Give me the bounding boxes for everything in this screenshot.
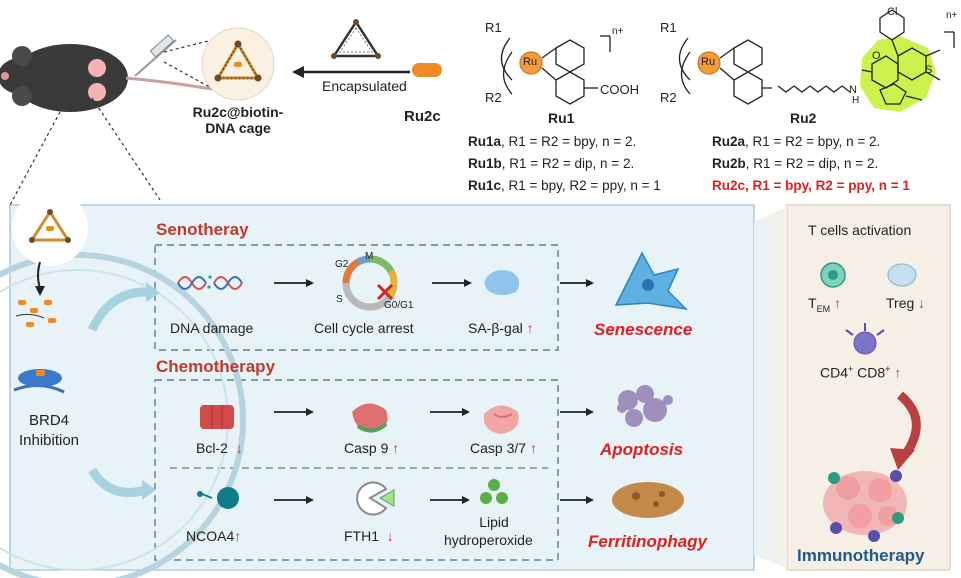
casp9-icon	[352, 403, 388, 433]
mouse-illustration	[0, 44, 263, 112]
ru1-r2-label: R2	[485, 90, 502, 105]
casp37-icon	[483, 405, 519, 434]
ru2-h-label: H	[852, 95, 860, 106]
ru2-title: Ru2	[790, 110, 817, 126]
brd4-label: BRD4	[28, 412, 69, 429]
jq1-moiety	[860, 9, 941, 112]
ru1-structure	[500, 35, 611, 105]
fth1-label: FTH1 ↓	[344, 528, 394, 544]
sa-gal-icon	[484, 270, 520, 295]
process-arrows	[274, 282, 590, 501]
transition-band	[754, 207, 787, 568]
tem-label: TEM ↑	[808, 295, 841, 314]
legend-ru1a: Ru1a, R1 = R2 = bpy, n = 2.	[468, 134, 637, 149]
sa-gal-label: SA-β-gal ↑	[468, 320, 534, 336]
chemotherapy-title: Chemotherapy	[156, 357, 276, 376]
senotherapy-title: Senotheray	[156, 220, 249, 239]
cage-label-line1: Ru2c@biotin-	[192, 104, 284, 120]
chemotherapy-box	[154, 379, 559, 561]
casp9-label: Casp 9 ↑	[344, 440, 400, 456]
legend-ru2a: Ru2a, R1 = R2 = bpy, n = 2.	[712, 134, 881, 149]
ru2-structure	[678, 31, 955, 105]
legend-ru2c: Ru2c, R1 = bpy, R2 = ppy, n = 1	[712, 178, 910, 193]
apoptotic-cell-icon	[617, 385, 673, 427]
ru2-cl-label: Cl	[887, 6, 898, 18]
ru1-cooh-label: COOH	[600, 82, 639, 97]
legend-ru1b: Ru1b, R1 = R2 = dip, n = 2.	[468, 156, 635, 171]
legend-ru1c: Ru1c, R1 = bpy, R2 = ppy, n = 1	[468, 178, 661, 193]
lipid-label: Lipid	[479, 514, 509, 530]
ferritinophagy-cell-icon	[612, 482, 684, 518]
senotherapy-box	[154, 244, 559, 351]
ferritinophagy-label: Ferritinophagy	[588, 532, 708, 551]
cage-label-line2: DNA cage	[205, 120, 271, 136]
t-cells-activation-label: T cells activation	[808, 222, 912, 238]
ru2-o-label: O	[872, 50, 881, 62]
cd4-cd8-label: CD4+ CD8+ ↑	[820, 364, 902, 381]
ru1-title: Ru1	[548, 110, 575, 126]
tumor-cluster-icon	[823, 470, 907, 542]
fth1-icon	[356, 481, 395, 516]
dna-cage-icon	[214, 40, 262, 82]
bcl2-label: Bcl-2 ↓	[196, 440, 243, 456]
ru2-n-label: N	[849, 84, 857, 96]
cell-membrane	[0, 252, 246, 578]
ncoa4-icon	[197, 487, 239, 509]
ru2-r1-label: R1	[660, 20, 677, 35]
ru2-metal-label: Ru	[701, 56, 716, 68]
ru2c-pill	[412, 63, 442, 77]
released-ru-icon	[15, 300, 56, 327]
inhibition-label: Inhibition	[18, 432, 80, 449]
bcl2-icon	[200, 405, 234, 429]
hydroperoxide-label: hydroperoxide	[444, 532, 533, 548]
ru2-r2-label: R2	[660, 90, 677, 105]
ru1-metal-label: Ru	[523, 56, 538, 68]
casp37-label: Casp 3/7 ↑	[470, 440, 537, 456]
uptake-arrow	[37, 261, 41, 289]
flow-arrow-chemo	[88, 467, 148, 497]
ru1-r1-label: R1	[485, 20, 502, 35]
immunotherapy-label: Immunotherapy	[797, 546, 925, 565]
cell-cycle-label: Cell cycle arrest	[314, 320, 414, 336]
phase-s-label: S	[336, 294, 343, 305]
apoptosis-label: Apoptosis	[600, 440, 684, 459]
treg-cell-icon	[887, 263, 917, 287]
phase-g2-label: G2	[335, 259, 349, 270]
phase-g0g1-label: G0/G1	[384, 300, 414, 311]
treg-label: Treg ↓	[886, 295, 926, 311]
ru2-charge-label: n+	[946, 10, 958, 21]
dna-damage-label: DNA damage	[170, 320, 254, 336]
ru2c-label: Ru2c	[404, 108, 441, 125]
encapsulated-label: Encapsulated	[322, 78, 407, 94]
dna-cage-icon	[29, 209, 71, 243]
legend-ru2b: Ru2b, R1 = R2 = dip, n = 2.	[712, 156, 879, 171]
cd-cell-icon	[845, 323, 885, 355]
tem-cell-icon	[820, 262, 846, 288]
brd4-protein-icon	[13, 369, 65, 394]
dna-cage-icon	[331, 19, 381, 59]
cell-cycle-icon	[342, 255, 398, 311]
flow-arrow-seno	[87, 287, 151, 332]
senescent-cell-icon	[614, 251, 689, 311]
ru2-s-label: S	[925, 64, 933, 76]
lipid-hydroperoxide-icon	[480, 479, 508, 504]
ru1-charge-label: n+	[612, 26, 624, 37]
ncoa4-label: NCOA4↑	[186, 528, 242, 544]
senescence-label: Senescence	[594, 320, 693, 339]
syringe-icon	[134, 34, 177, 77]
immune-arrow	[896, 391, 921, 458]
dna-helix-icon	[177, 275, 243, 290]
phase-m-label: M	[365, 251, 374, 262]
